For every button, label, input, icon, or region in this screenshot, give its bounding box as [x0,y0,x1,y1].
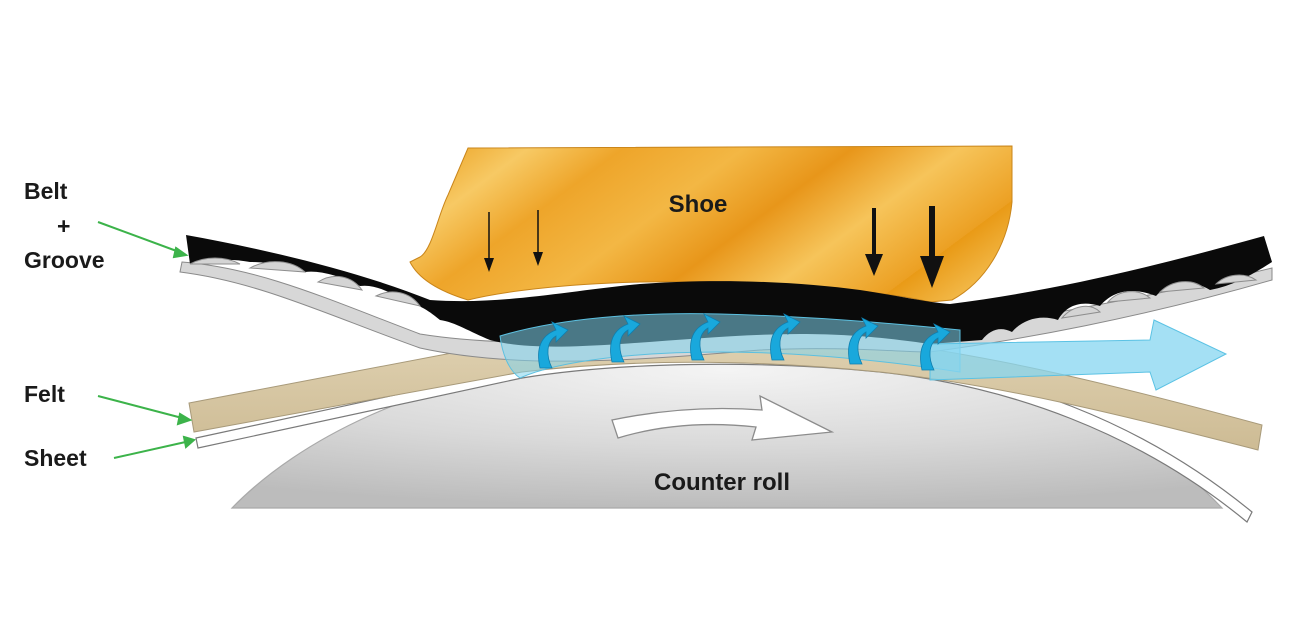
label-groove: Groove [24,247,105,273]
water-swirl-icon [690,313,721,361]
water-flow-arrow-icon [929,319,1228,391]
pressure-arrow-icon [865,208,883,276]
rotation-arrow-icon [611,394,835,441]
water-swirl-icons [538,313,951,371]
label-shoe: Shoe [669,191,728,218]
leader-lines [97,221,197,459]
pressure-arrow-icon [533,210,543,266]
pressure-arrows [484,206,944,288]
pressure-arrow-icon [484,212,494,272]
label-belt: Belt [24,178,68,204]
label-sheet: Sheet [24,445,87,471]
label-counter-roll: Counter roll [654,469,790,496]
leader-line-sheet [113,440,191,459]
water-swirl-icon [920,323,951,371]
water-zone [499,313,961,379]
leader-line-belt [97,221,183,254]
pressure-arrow-icon [920,206,944,288]
label-belt-plus: + [57,213,70,239]
water-swirl-icon [848,317,879,365]
belt [186,235,1272,347]
water-swirl-icon [610,315,641,363]
groove-scallops [189,257,1258,319]
label-felt: Felt [24,381,65,407]
shoe [409,145,1013,303]
leader-line-felt [97,395,187,420]
water-swirl-icon [538,321,569,369]
water-swirl-icon [770,313,801,361]
